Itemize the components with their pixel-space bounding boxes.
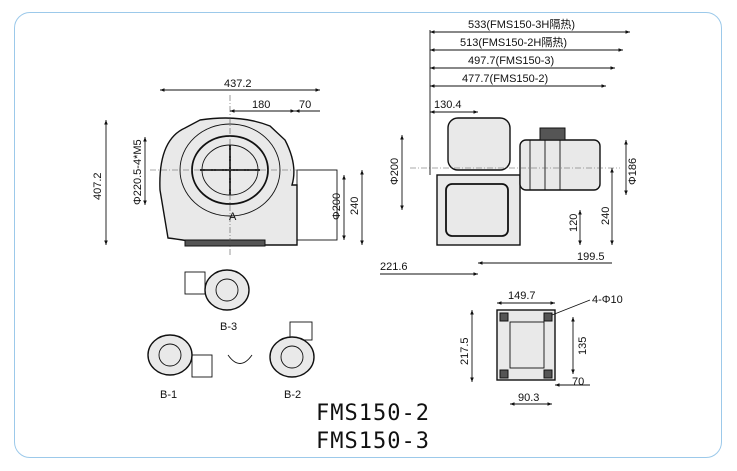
side-view: 533(FMS150-3H隔热) 513(FMS150-2H隔热) 497.7(… bbox=[380, 18, 639, 276]
dim-height-120: 120 bbox=[568, 214, 580, 232]
dim-base-width: 149.7 bbox=[508, 290, 536, 302]
dim-flange-diameter: Φ220.5-4*M5 bbox=[132, 139, 144, 205]
dim-length-3: 497.7(FMS150-3) bbox=[468, 55, 554, 67]
dim-offset: 130.4 bbox=[434, 99, 462, 111]
dim-outlet-height: 240 bbox=[349, 197, 361, 215]
rotation-arrow-icon bbox=[227, 354, 253, 364]
dim-motor-diameter: Φ186 bbox=[627, 158, 639, 185]
dim-width-221: 221.6 bbox=[380, 261, 408, 273]
model-name-1: FMS150-2 bbox=[316, 401, 430, 426]
dim-width-inlet: 180 bbox=[252, 99, 270, 111]
dim-height-240: 240 bbox=[600, 207, 612, 225]
model-name-2: FMS150-3 bbox=[316, 429, 430, 454]
front-view: 437.2 180 70 407.2 Φ220.5-4*M5 Φ200 240 … bbox=[92, 78, 364, 255]
dim-length-3h: 533(FMS150-3H隔热) bbox=[468, 18, 575, 31]
base-view: 149.7 4-Φ10 217.5 135 70 90.3 bbox=[459, 290, 623, 406]
orientation-b1: B-1 bbox=[147, 334, 213, 401]
dim-hole-width: 90.3 bbox=[518, 392, 539, 404]
dim-width-outlet: 70 bbox=[299, 99, 311, 111]
label-b1: B-1 bbox=[160, 389, 177, 401]
dim-base-depth: 217.5 bbox=[459, 337, 471, 365]
label-b2: B-2 bbox=[284, 389, 301, 401]
dim-holes: 4-Φ10 bbox=[592, 294, 623, 306]
orientation-b2: B-2 bbox=[269, 321, 315, 401]
dim-length-2h: 513(FMS150-2H隔热) bbox=[460, 36, 567, 49]
dim-height-total: 407.2 bbox=[92, 172, 104, 200]
dim-hole-pitch: 135 bbox=[577, 337, 589, 355]
dim-width-total: 437.2 bbox=[224, 78, 252, 90]
dim-inlet-diameter: Φ200 bbox=[389, 158, 401, 185]
dim-outlet-diameter: Φ200 bbox=[331, 193, 343, 220]
label-b3: B-3 bbox=[220, 321, 237, 333]
dim-width-199: 199.5 bbox=[577, 251, 605, 263]
dim-length-2: 477.7(FMS150-2) bbox=[462, 73, 548, 85]
drawing-frame bbox=[14, 12, 722, 458]
dim-edge: 70 bbox=[572, 376, 584, 388]
orientation-b3: B-3 bbox=[184, 269, 250, 333]
section-mark: A bbox=[229, 211, 237, 223]
